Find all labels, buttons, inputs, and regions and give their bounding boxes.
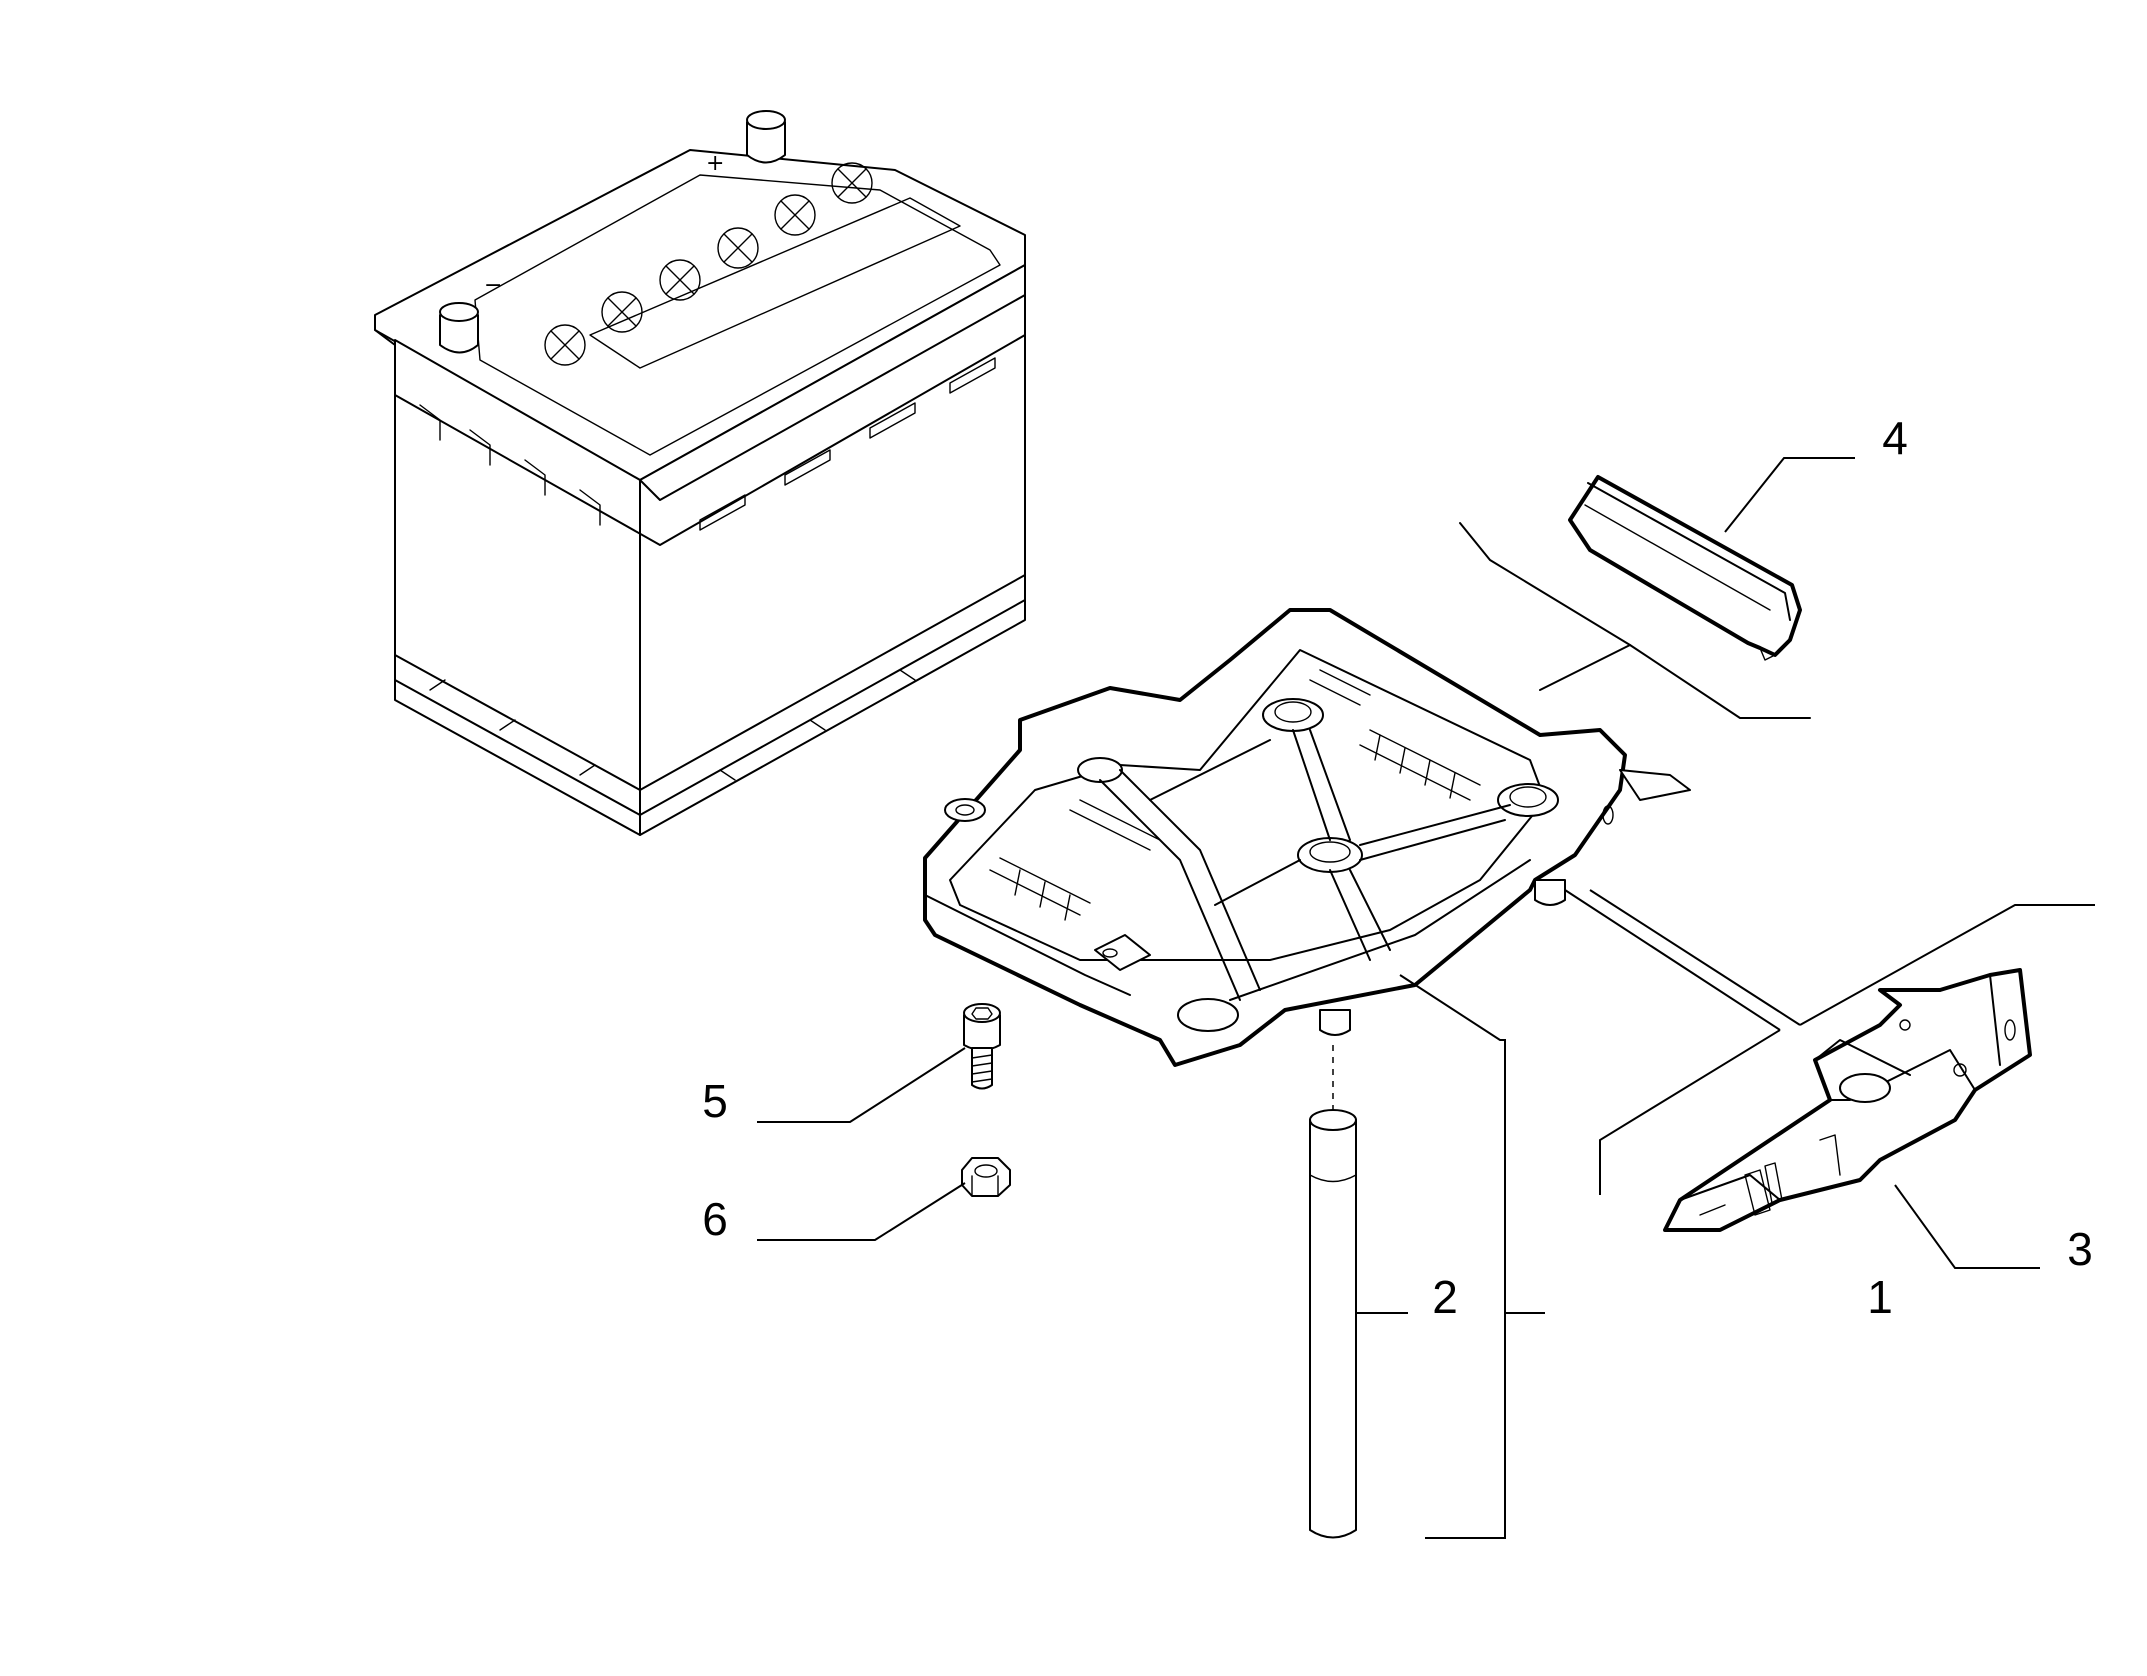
callout-4: 4	[1882, 412, 1908, 464]
bolt-part-5	[963, 1003, 1001, 1090]
positive-terminal-symbol: +	[706, 151, 724, 176]
negative-terminal-symbol: −	[484, 273, 502, 298]
cover-part-4	[1568, 475, 1802, 661]
callout-1: 1	[1867, 1271, 1893, 1323]
callout-5: 5	[702, 1075, 728, 1127]
callout-2: 2	[1432, 1271, 1458, 1323]
battery: + −	[374, 110, 1026, 836]
leader-lines	[757, 457, 2095, 1539]
callout-6: 6	[702, 1193, 728, 1245]
support-rod-part-2	[1309, 1045, 1357, 1539]
callout-3: 3	[2067, 1223, 2093, 1275]
nut-part-6	[961, 1157, 1011, 1197]
battery-tray	[923, 522, 1811, 1067]
bracket-part-3	[1663, 968, 2032, 1232]
